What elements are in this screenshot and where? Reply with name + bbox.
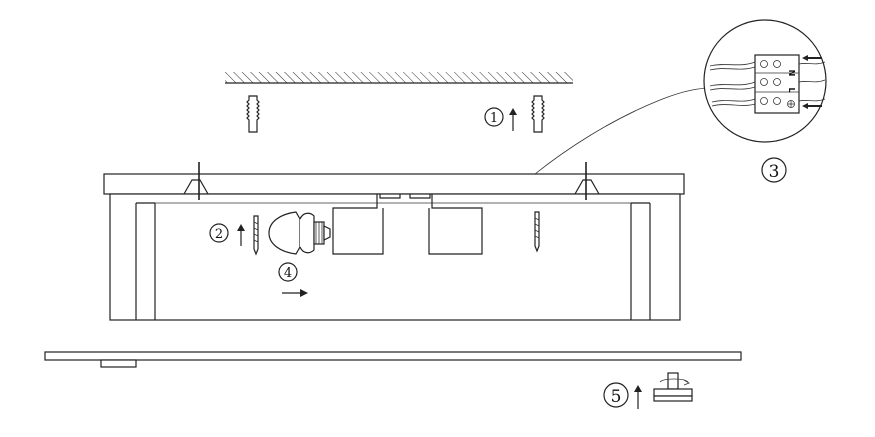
screw-left <box>253 215 259 256</box>
step-3-number: 3 <box>769 162 780 182</box>
supply-wire <box>534 87 713 175</box>
terminal-block-detail: N L <box>703 19 827 143</box>
step-4-number: 4 <box>284 266 292 281</box>
step-2-marker: 2 <box>209 223 245 246</box>
step-5-marker: 5 <box>603 382 642 409</box>
screw-right <box>534 211 540 253</box>
wall-plug-right <box>531 95 545 133</box>
terminal-label-n: N <box>787 70 796 77</box>
wiring-compartment <box>332 194 483 255</box>
light-bulb <box>268 211 331 255</box>
wall-plug-left <box>246 95 260 133</box>
knob-icon <box>653 372 693 402</box>
terminal-label-l: L <box>787 87 796 92</box>
ceiling <box>225 72 573 84</box>
step-2-number: 2 <box>215 227 223 242</box>
lamp-base <box>103 162 685 321</box>
step-5-number: 5 <box>611 387 622 407</box>
step-1-marker: 1 <box>484 107 517 131</box>
step-1-number: 1 <box>490 111 498 126</box>
step-3-marker: 3 <box>761 157 787 183</box>
step-4-marker: 4 <box>278 262 308 297</box>
diffuser-panel <box>44 351 742 368</box>
